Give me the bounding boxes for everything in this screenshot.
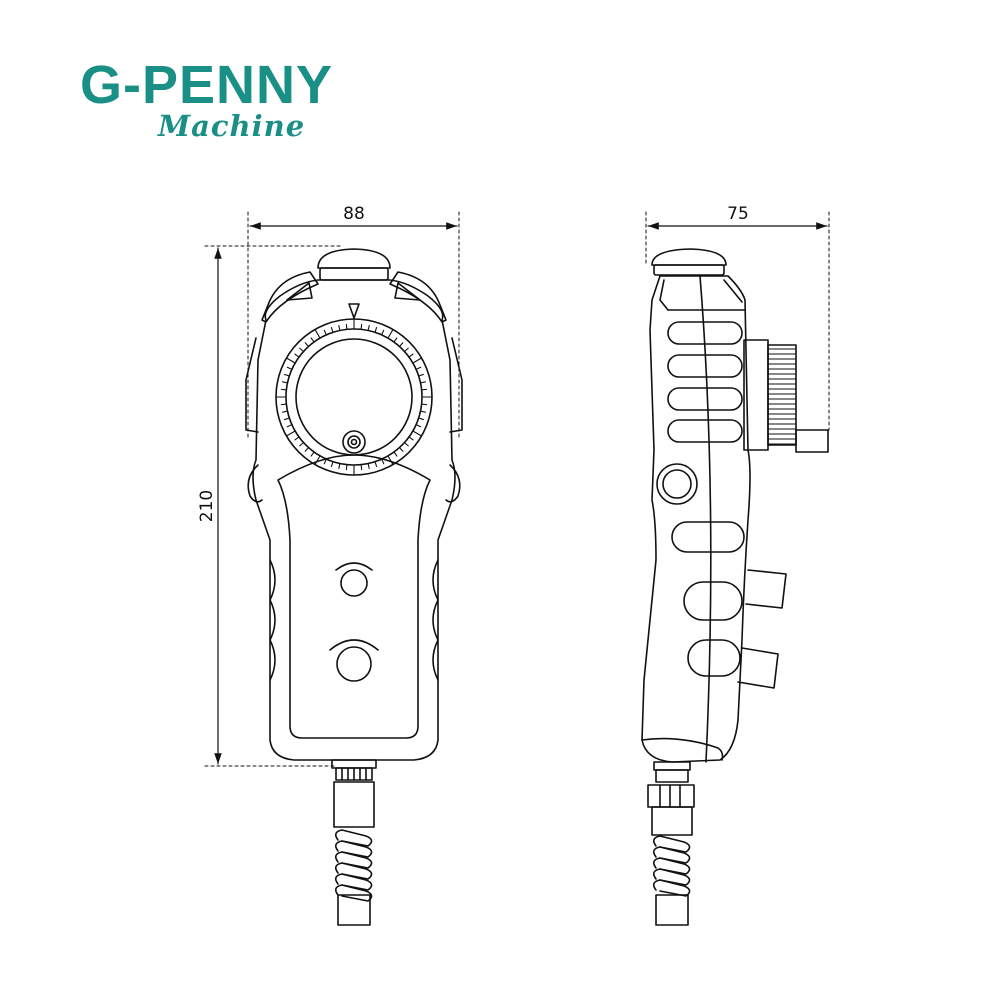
handwheel-tick [280, 388, 287, 391]
handwheel-tick [284, 373, 290, 377]
emergency-stop-button [317, 248, 391, 269]
handwheel-tick [367, 462, 370, 469]
handwheel-tick [421, 403, 428, 406]
side-estop-button [651, 248, 727, 266]
handwheel-tick [304, 342, 310, 348]
handwheel-tick [360, 323, 363, 330]
side-width-label: 75 [727, 204, 749, 224]
handwheel-tick [360, 464, 363, 471]
handwheel-tick [323, 329, 327, 336]
handwheel-tick [415, 424, 422, 428]
finger-dimple [342, 430, 366, 454]
brand-logo: G-PENNY Machine [80, 58, 370, 148]
handwheel-tick [412, 357, 423, 364]
handwheel-tick [403, 347, 409, 353]
handwheel-tick [403, 441, 409, 447]
side-connector-nut [647, 784, 695, 808]
handwheel-tick [381, 458, 385, 465]
handwheel-tick [419, 410, 426, 413]
side-coiled-cable [652, 835, 691, 897]
cable-coil-loop [334, 862, 373, 880]
handwheel-tick [387, 455, 394, 466]
handwheel-tick [421, 388, 428, 391]
handwheel-tick [323, 458, 327, 465]
handwheel-tick [310, 337, 315, 343]
handwheel-tick [415, 366, 422, 370]
cable-coil-loop [334, 851, 373, 869]
handwheel-tick [280, 403, 287, 406]
handwheel-tick [418, 417, 424, 421]
handwheel-outer-ring [275, 318, 433, 476]
handwheel-tick [286, 366, 293, 370]
handwheel-tick [387, 328, 394, 339]
handwheel-tick [345, 323, 348, 330]
handwheel-tick [408, 436, 414, 441]
coiled-cable [334, 829, 373, 902]
handwheel-tick [310, 451, 315, 457]
front-button-small [340, 569, 368, 597]
handwheel-tick [345, 464, 348, 471]
handwheel-tick [418, 373, 424, 377]
pendant-front-view [245, 248, 463, 926]
handwheel-tick [284, 417, 290, 421]
handwheel-tick [330, 461, 334, 467]
handwheel-tick [412, 430, 423, 437]
cable-coil-loop [652, 857, 691, 875]
handwheel-tick [338, 325, 341, 332]
cable-coil-loop [334, 840, 373, 858]
handwheel-tick [398, 446, 404, 452]
pendant-body [252, 279, 456, 761]
handwheel-tick [381, 329, 385, 336]
handwheel-tick [285, 357, 296, 364]
handwheel-tick [314, 328, 321, 339]
handwheel-tick [314, 455, 321, 466]
cable-coil-loop [652, 846, 691, 864]
index-arrow-icon [348, 303, 360, 319]
handwheel-tick [285, 430, 296, 437]
handwheel-tick [282, 410, 289, 413]
handwheel-tick [282, 381, 289, 384]
handwheel-tick [393, 451, 398, 457]
handwheel-tick [304, 446, 310, 452]
handwheel-tick [338, 462, 341, 469]
handwheel-tick [286, 424, 293, 428]
handwheel-tick [299, 441, 305, 447]
side-round-button [656, 463, 698, 505]
brand-name: G-PENNY [80, 55, 334, 115]
side-body [641, 275, 751, 763]
handwheel-tick [408, 353, 414, 358]
cable-coil-loop [334, 884, 373, 902]
handwheel-tick [294, 436, 300, 441]
cable-coil-loop [652, 835, 691, 853]
side-handwheel-shaft [795, 429, 829, 453]
cable-coil-loop [652, 879, 691, 897]
handwheel-tick [330, 327, 334, 333]
front-button-large [336, 646, 372, 682]
pendant-side-view [641, 248, 829, 926]
brand-tagline: Machine [158, 109, 306, 143]
handwheel-tick [419, 381, 426, 384]
cable-coil-loop [334, 829, 373, 847]
cable-coil-loop [652, 868, 691, 886]
height-label: 210 [197, 490, 217, 522]
dimension-lines [204, 211, 830, 767]
handwheel-tick [374, 327, 378, 333]
handwheel-tick [393, 337, 398, 343]
handwheel-tick [367, 325, 370, 332]
handwheel-tick [299, 347, 305, 353]
handwheel-tick [374, 461, 378, 467]
handwheel-tick [294, 353, 300, 358]
handwheel-center [295, 338, 413, 456]
handwheel-tick [398, 342, 404, 348]
side-parting-line [699, 275, 712, 763]
cable-coil-loop [334, 873, 373, 891]
cable-strain-relief [333, 781, 375, 828]
front-width-label: 88 [343, 204, 365, 224]
